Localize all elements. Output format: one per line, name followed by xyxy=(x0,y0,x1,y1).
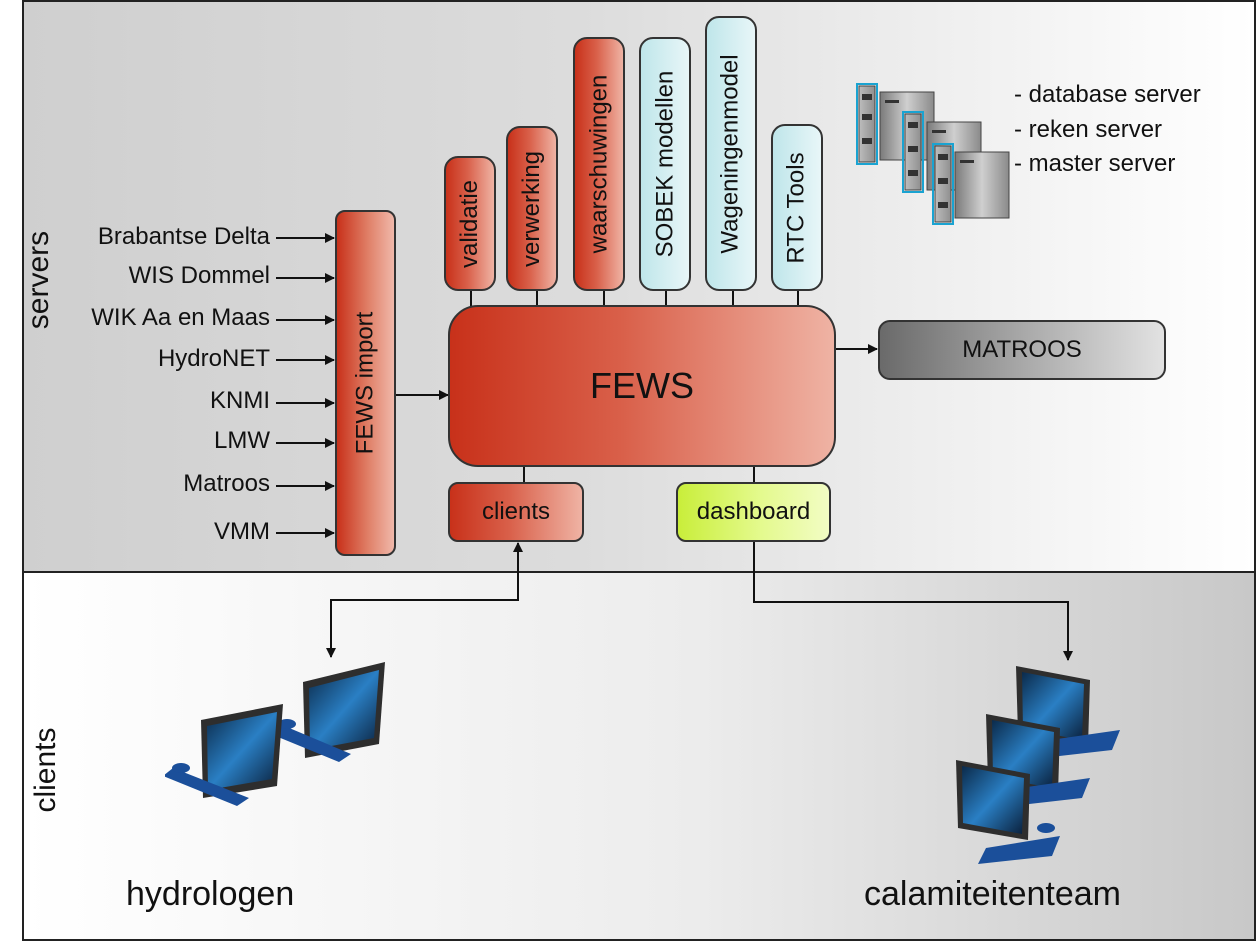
hydrologen-label: hydrologen xyxy=(126,875,295,913)
module-label: verwerking xyxy=(518,150,546,267)
module-sobek-modellen: SOBEK modellen xyxy=(639,37,691,291)
server-rack-icon xyxy=(856,83,1010,225)
module-label: RTC Tools xyxy=(783,151,810,264)
dashboard-box-label: dashboard xyxy=(696,498,811,525)
calamiteitenteam-label: calamiteitenteam xyxy=(864,875,1122,913)
server-role-label: - reken server xyxy=(1014,116,1163,143)
module-verwerking: verwerking xyxy=(506,126,558,291)
clients-box: clients xyxy=(448,482,584,542)
fews-import-box: FEWS import xyxy=(335,210,396,556)
module-label: waarschuwingen xyxy=(585,74,612,254)
source-label: HydroNET xyxy=(157,345,270,372)
source-label: Matroos xyxy=(183,470,270,497)
module-wageningenmodel: Wageningenmodel xyxy=(705,16,757,291)
source-label: WIS Dommel xyxy=(128,262,270,289)
fews-core-label: FEWS xyxy=(590,365,694,406)
module-label: validatie xyxy=(456,179,483,268)
module-validatie: validatie xyxy=(444,156,496,291)
dashboard-box: dashboard xyxy=(676,482,831,542)
calamiteitenteam-workstations-icon xyxy=(956,666,1120,864)
hydrologen-workstations-icon xyxy=(165,662,385,806)
server-role-label: - database server xyxy=(1014,81,1201,108)
module-waarschuwingen: waarschuwingen xyxy=(573,37,625,291)
clients-box-label: clients xyxy=(481,498,551,525)
matroos-output-label: MATROOS xyxy=(962,336,1082,363)
source-label: VMM xyxy=(214,518,270,545)
server-role-label: - master server xyxy=(1014,150,1176,177)
source-label: Brabantse Delta xyxy=(97,223,270,250)
source-label: KNMI xyxy=(210,387,270,414)
module-label: SOBEK modellen xyxy=(651,70,679,258)
module-rtc-tools: RTC Tools xyxy=(771,124,823,291)
source-label: LMW xyxy=(214,427,270,454)
matroos-output-box: MATROOS xyxy=(878,320,1166,380)
module-label: Wageningenmodel xyxy=(717,53,744,254)
source-label: WIK Aa en Maas xyxy=(91,304,270,331)
fews-core-box: FEWS xyxy=(448,305,836,467)
fews-import-label: FEWS import xyxy=(351,311,379,455)
